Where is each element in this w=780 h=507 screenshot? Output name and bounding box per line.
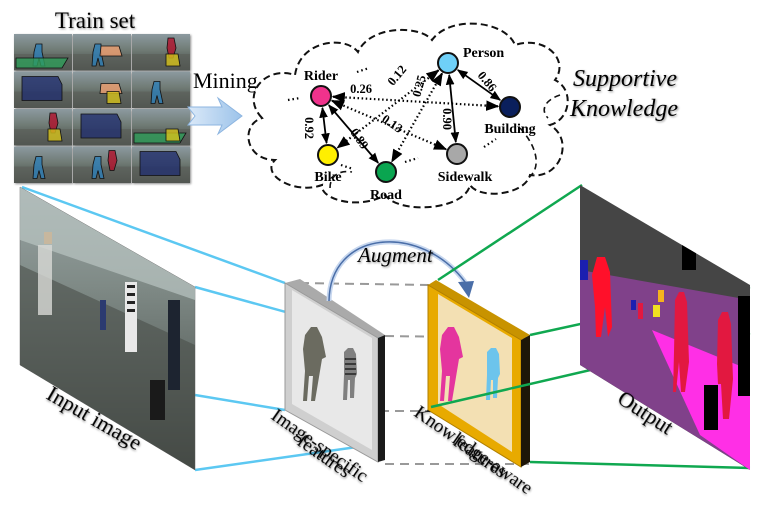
train-tile: [132, 109, 190, 146]
knowledge-cloud: [247, 22, 569, 209]
image-specific-feature-map: [284, 279, 385, 463]
train-tile: [132, 146, 190, 183]
train-tile: [73, 109, 131, 146]
train-overlay-bike: [165, 128, 181, 142]
input-image: [19, 186, 196, 471]
graph-node-label-road: Road: [370, 188, 402, 203]
train-overlay-bike: [165, 53, 181, 67]
train-set-grid: [14, 34, 190, 183]
graph-edge-rider-sidewalk: [330, 99, 448, 151]
graph-node-label-building: Building: [484, 122, 535, 137]
train-overlay-rider: [107, 150, 118, 171]
edge-weight-label: 0.90: [440, 108, 454, 130]
supportive-knowledge-line2: Knowledge: [569, 96, 678, 122]
augment-label: Augment: [356, 243, 434, 267]
train-tile: [132, 34, 190, 71]
train-tile: [73, 71, 131, 108]
graph-node-sidewalk: [446, 143, 468, 165]
train-overlay-building: [139, 151, 181, 176]
graph-node-building: [499, 96, 521, 118]
graph-node-rider: [310, 85, 332, 107]
graph-node-road: [375, 161, 397, 183]
train-overlay-bike: [106, 91, 122, 104]
ellipsis-dots: [287, 96, 301, 102]
cloud-inner-arcs: [329, 94, 561, 189]
mining-arrow: [186, 96, 243, 136]
train-overlay-car: [99, 45, 123, 57]
train-overlay-building: [21, 76, 63, 101]
edge-weight-label: 0.25: [410, 74, 429, 99]
train-tile: [73, 146, 131, 183]
graph-node-bike: [317, 144, 339, 166]
train-overlay-car: [99, 83, 123, 94]
train-tile: [73, 34, 131, 71]
graph-node-label-person: Person: [463, 46, 504, 61]
train-tile: [14, 34, 72, 71]
graph-edges: [319, 69, 502, 164]
train-tile: [14, 71, 72, 108]
train-overlay-bike: [47, 128, 63, 142]
graph-node-label-rider: Rider: [304, 69, 338, 84]
train-tile: [14, 146, 72, 183]
graph-node-label-sidewalk: Sidewalk: [438, 170, 493, 185]
output-segmentation-map: [580, 185, 750, 470]
train-set-title: Train set: [55, 8, 136, 33]
train-tile: [132, 71, 190, 108]
mining-label: Mining: [193, 68, 258, 93]
train-overlay-building: [80, 113, 122, 139]
cloud-ellipsis-dots: [287, 66, 497, 171]
edge-weight-label: 0.92: [302, 117, 316, 139]
supportive-knowledge-line1: Supportive: [573, 66, 677, 92]
augment-arrow: [326, 239, 474, 302]
train-tile: [14, 109, 72, 146]
graph-node-person: [437, 52, 459, 74]
graph-node-label-bike: Bike: [314, 170, 341, 185]
knowledge-aware-feature-map: [427, 280, 530, 468]
edge-weight-label: 0.26: [350, 82, 372, 96]
train-overlay-person: [91, 156, 105, 179]
train-overlay-road: [15, 57, 69, 69]
train-overlay-person: [32, 156, 46, 179]
train-overlay-person: [150, 81, 164, 104]
graph-edge-rider-bike: [319, 106, 330, 145]
